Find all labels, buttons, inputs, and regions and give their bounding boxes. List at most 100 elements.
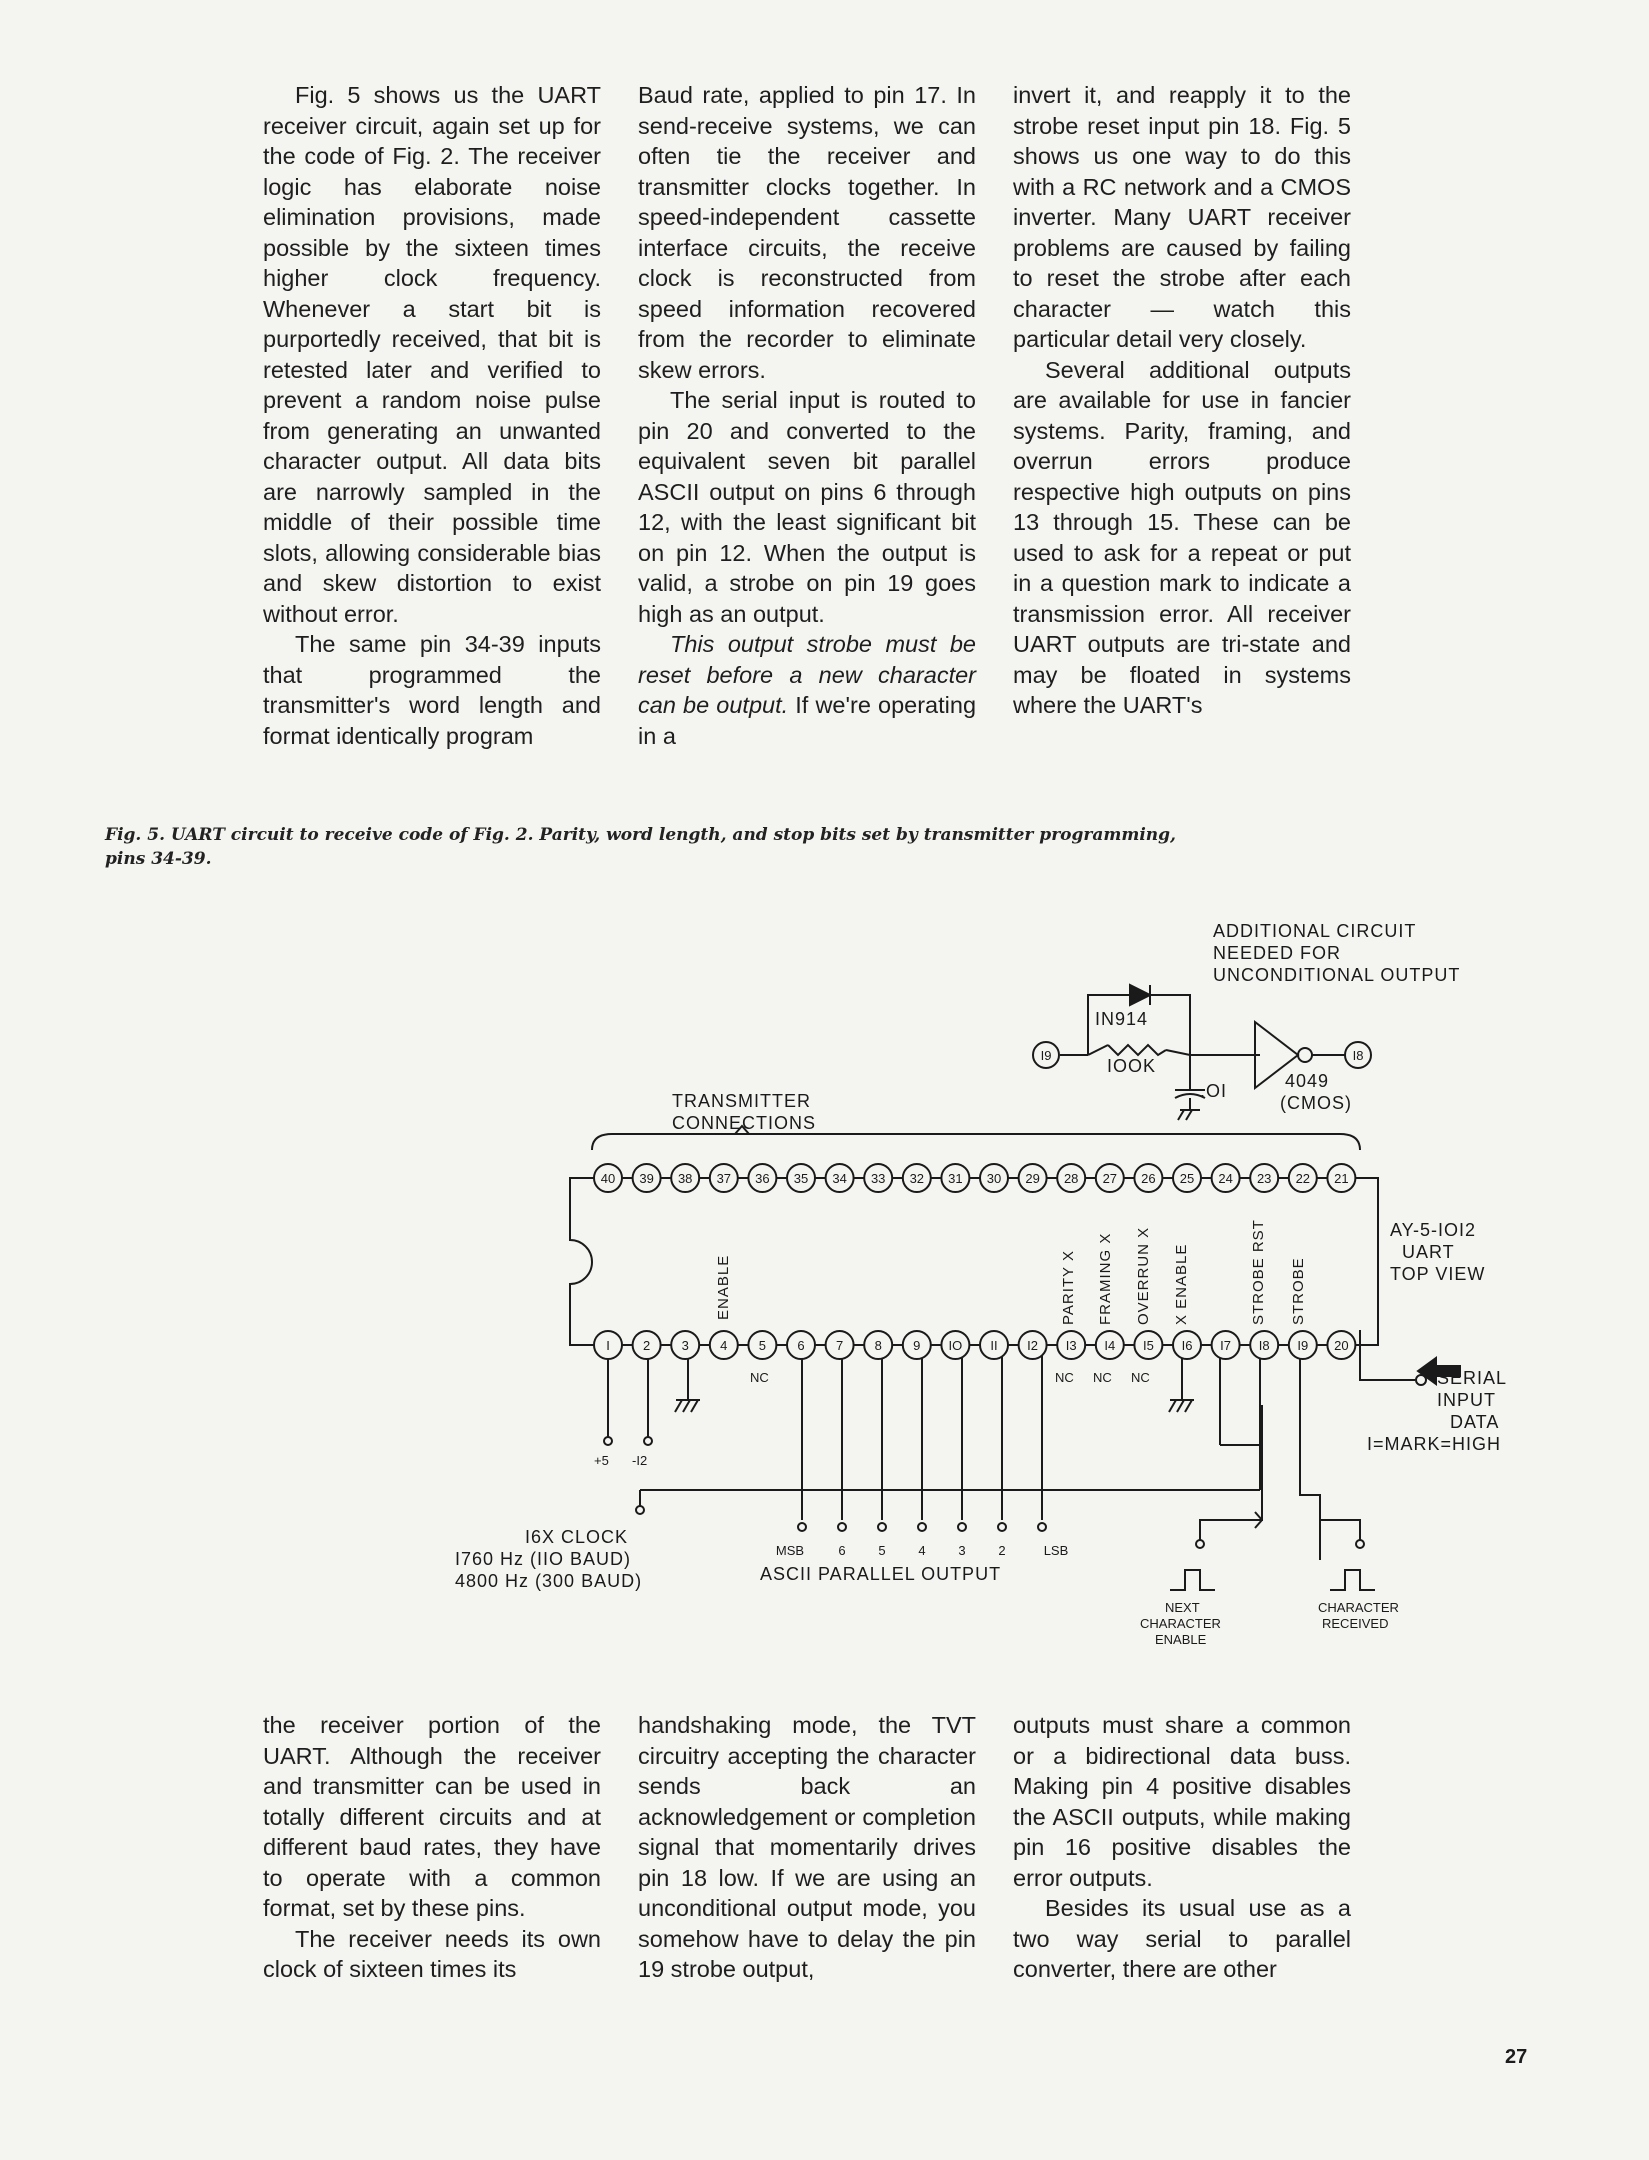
top-pin-label: 26 [1141, 1171, 1155, 1186]
top-pin-label: 23 [1257, 1171, 1271, 1186]
next-char-label-3: ENABLE [1155, 1632, 1207, 1647]
bottom-pin-label: I9 [1297, 1338, 1308, 1353]
bottom-pin-circle [901, 1330, 932, 1360]
top-pin-label: 39 [639, 1171, 653, 1186]
bit-label: 5 [878, 1543, 885, 1558]
top-pin-label: 25 [1180, 1171, 1194, 1186]
nc-label: NC [1131, 1370, 1150, 1385]
bottom-pin-circle [708, 1330, 739, 1360]
bottom-pin-label: 8 [875, 1338, 882, 1353]
serial-input-label-3: DATA [1450, 1412, 1499, 1432]
top-pin-label: 35 [794, 1171, 808, 1186]
nc-label: NC [1093, 1370, 1112, 1385]
bottom-pin-circle [1017, 1330, 1048, 1360]
bottom-pin-circle [1210, 1330, 1241, 1360]
top-pin-circle [1094, 1163, 1125, 1193]
paragraph-text: If we're operating in a [638, 692, 977, 749]
serial-input-label-1: SERIAL [1437, 1368, 1507, 1388]
top-pin-label: 37 [717, 1171, 731, 1186]
chip-label-3: TOP VIEW [1390, 1264, 1485, 1284]
enable-label: ENABLE [715, 1255, 732, 1320]
bottom-pin-circle [863, 1330, 894, 1360]
top-pin-circle [1056, 1163, 1087, 1193]
top-pin-circle [940, 1163, 971, 1193]
top-pin-label: 24 [1218, 1171, 1232, 1186]
text-column-1-bottom: the receiver portion of the UART. Althou… [263, 1710, 601, 1985]
overrun-label: OVERRUN X [1135, 1227, 1152, 1325]
top-pin-label: 22 [1296, 1171, 1310, 1186]
bit-label: 6 [838, 1543, 845, 1558]
paragraph: Baud rate, applied to pin 17. In send-re… [638, 82, 976, 383]
bottom-pin-circle [1287, 1330, 1318, 1360]
top-pin-circle [670, 1163, 701, 1193]
top-pin-circle [708, 1163, 739, 1193]
top-pin-label: 40 [601, 1171, 615, 1186]
bottom-pin-label: I7 [1220, 1338, 1231, 1353]
additional-circuit-label-1: ADDITIONAL CIRCUIT [1213, 921, 1416, 941]
parity-label: PARITY X [1060, 1250, 1077, 1325]
bottom-pin-label: 5 [759, 1338, 766, 1353]
top-pin-label: 28 [1064, 1171, 1078, 1186]
paragraph: handshaking mode, the TVT circuitry acce… [638, 1712, 976, 1982]
clock-label-1: I6X CLOCK [525, 1527, 628, 1547]
transmitter-label-2: CONNECTIONS [672, 1113, 816, 1133]
top-pin-circle [979, 1163, 1009, 1193]
chip-label-2: UART [1402, 1242, 1455, 1262]
bottom-pin-label: 6 [797, 1338, 804, 1353]
pin18-label: I8 [1353, 1048, 1364, 1063]
top-pin-circle [824, 1163, 855, 1193]
paragraph: invert it, and reapply it to the strobe … [1013, 82, 1351, 352]
top-pin-label: 33 [871, 1171, 885, 1186]
char-received-label-1: CHARACTER [1318, 1600, 1399, 1615]
text-column-1-top: Fig. 5 shows us the UART receiver circui… [263, 80, 601, 751]
paragraph: Besides its usual use as a two way seria… [1013, 1895, 1351, 1982]
nc-label: NC [1055, 1370, 1074, 1385]
bottom-pin-label: I3 [1066, 1338, 1077, 1353]
bottom-pin-label: 3 [682, 1338, 689, 1353]
bottom-pin-label: IO [949, 1338, 963, 1353]
bottom-pin-circle [670, 1330, 701, 1360]
bottom-pin-circle [631, 1330, 662, 1360]
additional-circuit-label-2: NEEDED FOR [1213, 943, 1341, 963]
clock-label-3: 4800 Hz (300 BAUD) [455, 1571, 642, 1591]
bit-label: MSB [776, 1543, 804, 1558]
bottom-pin-label: 4 [720, 1338, 727, 1353]
top-pin-label: 38 [678, 1171, 692, 1186]
bottom-pin-circle [1056, 1330, 1087, 1360]
top-pin-circle [1017, 1163, 1048, 1193]
top-pin-label: 27 [1103, 1171, 1117, 1186]
bottom-pin-circle [824, 1330, 855, 1360]
inverter-label-1: 4049 [1285, 1071, 1329, 1091]
next-char-label-2: CHARACTER [1140, 1616, 1221, 1631]
additional-circuit-label-3: UNCONDITIONAL OUTPUT [1213, 965, 1460, 985]
bottom-pin-label: I2 [1027, 1338, 1038, 1353]
bit-label: LSB [1044, 1543, 1069, 1558]
figure-caption: Fig. 5. UART circuit to receive code of … [105, 825, 1176, 869]
transmitter-label-1: TRANSMITTER [672, 1091, 811, 1111]
paragraph: Fig. 5 shows us the UART receiver circui… [263, 82, 601, 627]
bottom-pin-circle [1249, 1330, 1280, 1360]
bottom-pin-label: I6 [1182, 1338, 1193, 1353]
top-pin-label: 36 [755, 1171, 769, 1186]
bottom-pin-label: I [606, 1338, 610, 1353]
bottom-pin-label: 2 [643, 1338, 650, 1353]
top-pin-label: 34 [832, 1171, 846, 1186]
top-pin-circle [863, 1163, 894, 1193]
strobe-label: STROBE [1290, 1257, 1307, 1325]
serial-input-label-4: I=MARK=HIGH [1367, 1434, 1501, 1454]
bottom-pin-circle [940, 1330, 971, 1360]
top-pin-circle [593, 1163, 623, 1193]
top-pin-circle [1249, 1163, 1280, 1193]
bottom-pin-circle [1094, 1330, 1125, 1360]
paragraph: Several additional outputs are available… [1013, 356, 1351, 719]
bottom-pin-circle [979, 1330, 1009, 1360]
serial-input-label-2: INPUT [1437, 1390, 1496, 1410]
nc-label: NC [750, 1370, 769, 1385]
bottom-pin-circle [786, 1330, 816, 1360]
bottom-pin-circle [1133, 1330, 1164, 1360]
text-column-2-bottom: handshaking mode, the TVT circuitry acce… [638, 1710, 976, 1985]
top-pin-circle [1133, 1163, 1164, 1193]
top-pin-label: 32 [910, 1171, 924, 1186]
